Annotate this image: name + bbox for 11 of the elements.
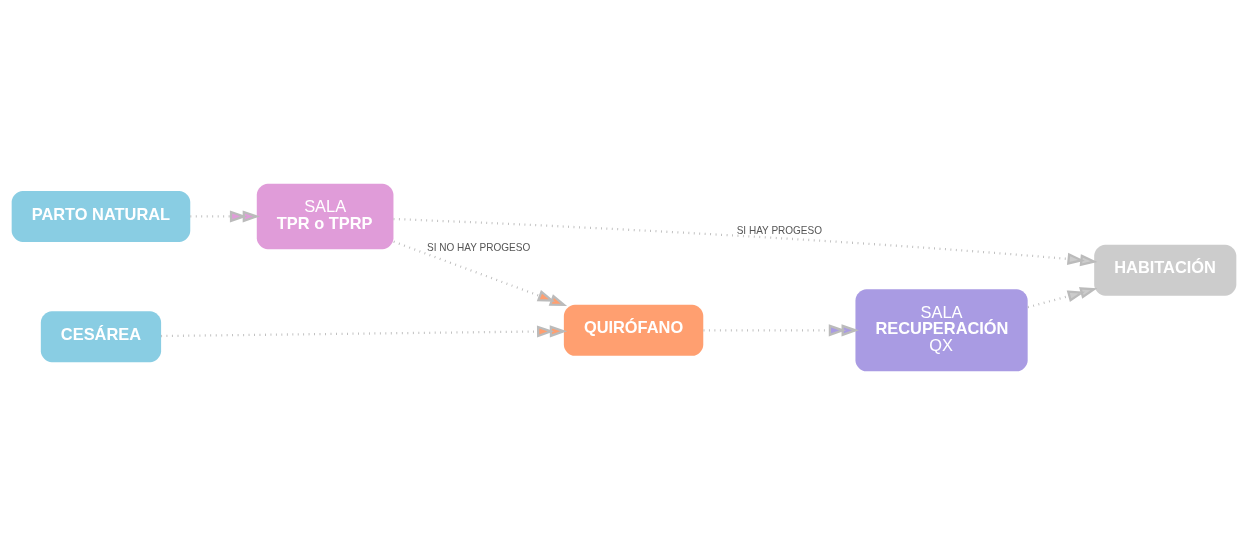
arrow xyxy=(161,324,568,338)
edge-label: SI HAY PROGESO xyxy=(736,224,823,236)
arrow xyxy=(190,209,260,222)
node-box: SALA RECUPERACIÓN QX xyxy=(855,288,1028,371)
node-box: PARTO NATURAL xyxy=(11,190,191,242)
arrow xyxy=(393,240,568,306)
node-box: SALA TPR o TPRP xyxy=(256,183,394,249)
node-box: QUIRÓFANO xyxy=(563,304,704,356)
arrow xyxy=(1027,286,1098,308)
node-box: CESÁREA xyxy=(40,310,162,362)
edge-label: SI NO HAY PROGESO xyxy=(427,241,531,253)
